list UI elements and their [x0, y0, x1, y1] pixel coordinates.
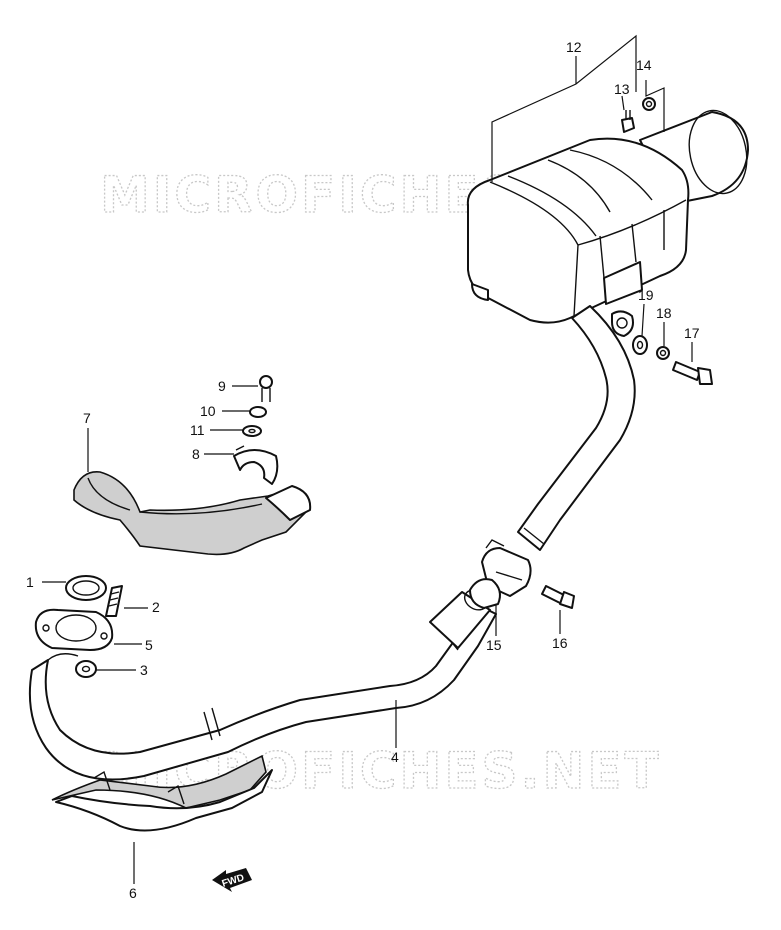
callout-12: 12 [566, 39, 582, 55]
gasket-1 [65, 575, 107, 601]
nut-18 [656, 346, 670, 360]
exhaust-pipe [28, 589, 497, 781]
callout-15: 15 [486, 637, 502, 653]
bolt-13 [621, 110, 635, 133]
lower-heat-shield [51, 754, 273, 832]
flange-5 [34, 608, 114, 651]
callout-16: 16 [552, 635, 568, 651]
callouts: 1 2 3 4 5 6 7 8 9 10 11 12 13 14 15 16 1… [26, 39, 700, 901]
mount-bolt [672, 361, 713, 385]
band-8 [233, 445, 279, 485]
callout-18: 18 [656, 305, 672, 321]
nut-3 [75, 660, 97, 678]
callout-9: 9 [218, 378, 226, 394]
nut-14 [642, 97, 656, 111]
upper-heat-shield [73, 471, 312, 556]
callout-7: 7 [83, 410, 91, 426]
forward-arrow-icon: FWD [212, 868, 252, 892]
washer-11 [242, 425, 262, 437]
washer-19 [632, 335, 648, 355]
callout-4: 4 [391, 749, 399, 765]
callout-6: 6 [129, 885, 137, 901]
nut-10 [249, 406, 267, 418]
mid-pipe [517, 305, 636, 551]
callout-11: 11 [190, 422, 205, 438]
stud-2 [105, 585, 123, 617]
callout-2: 2 [152, 599, 160, 615]
callout-10: 10 [200, 403, 216, 419]
leader-lines [42, 34, 693, 884]
callout-3: 3 [140, 662, 148, 678]
callout-8: 8 [192, 446, 200, 462]
callout-19: 19 [638, 287, 654, 303]
callout-1: 1 [26, 574, 34, 590]
clamp-bolt [541, 585, 575, 609]
callout-14: 14 [636, 57, 652, 73]
callout-13: 13 [614, 81, 630, 97]
pipe-clamp [469, 539, 532, 609]
callout-17: 17 [684, 325, 700, 341]
screw-9 [259, 375, 273, 402]
muffler [466, 109, 749, 337]
callout-5: 5 [145, 637, 153, 653]
